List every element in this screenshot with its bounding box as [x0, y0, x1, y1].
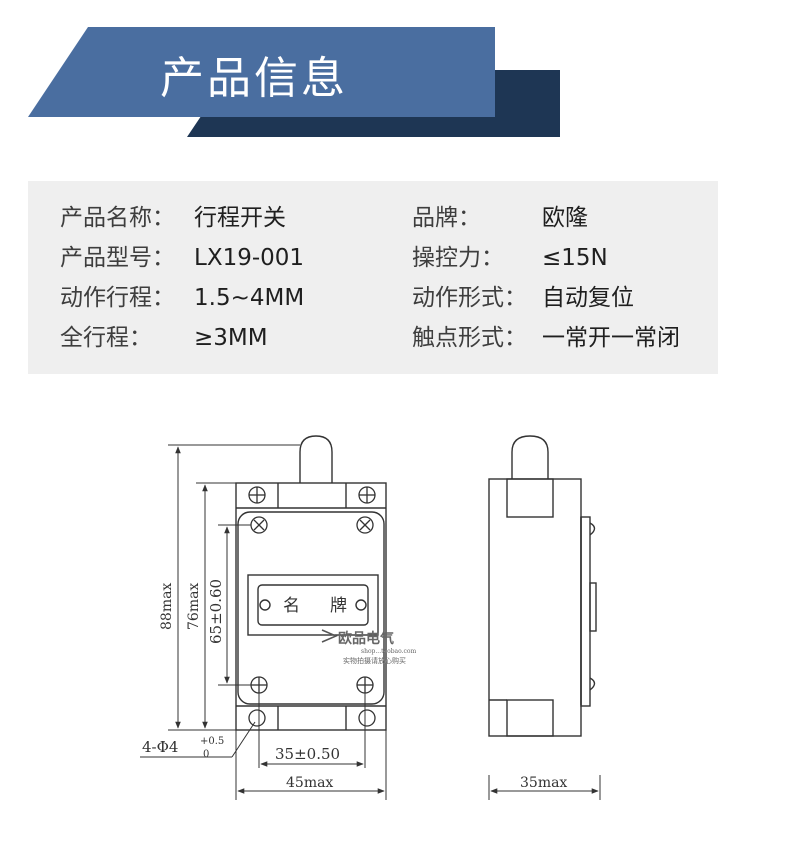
- title-banner: 产品信息: [0, 0, 790, 150]
- spec-value-force: ≤15N: [542, 245, 608, 271]
- spec-label-contact: 触点形式：: [412, 325, 527, 351]
- spec-value-contact: 一常开一常闭: [542, 325, 680, 351]
- dim-hole-pitch-vertical: 65±0.60: [207, 579, 225, 644]
- spec-value-full-travel: ≥3MM: [194, 325, 268, 351]
- spec-value-action: 自动复位: [542, 285, 634, 311]
- watermark-url: shop...taobao.com: [361, 648, 417, 655]
- dim-total-height: 88max: [159, 583, 175, 630]
- spec-label-travel: 动作行程：: [60, 285, 175, 311]
- side-view: [488, 435, 597, 737]
- dim-width: 45max: [286, 775, 333, 791]
- spec-label-name: 产品名称：: [60, 205, 175, 231]
- banner-shapes: [28, 27, 560, 137]
- spec-value-model: LX19-001: [194, 245, 305, 271]
- dim-depth: 35max: [520, 775, 567, 791]
- spec-label-model: 产品型号：: [60, 245, 175, 271]
- dimension-drawing: 名 牌 88max 76max 65±0.60 35±0.50 45max 35…: [140, 435, 601, 800]
- spec-label-action: 动作形式：: [412, 285, 527, 311]
- spec-table: 产品名称： 行程开关 品牌： 欧隆 产品型号： LX19-001 操控力： ≤1…: [28, 181, 718, 374]
- nameplate-char-2: 牌: [330, 596, 347, 616]
- holes-tol-lower: 0: [203, 749, 209, 760]
- spec-value-brand: 欧隆: [542, 205, 588, 231]
- vertical-dimensions: [168, 444, 300, 731]
- spec-label-brand: 品牌：: [412, 205, 481, 231]
- dim-hole-pitch-horizontal: 35±0.50: [275, 745, 340, 763]
- horizontal-dimensions: [140, 693, 601, 800]
- spec-value-name: 行程开关: [194, 205, 286, 231]
- holes-note: 4-Φ4: [142, 738, 178, 756]
- watermark-brand: 欧品电气: [338, 630, 394, 647]
- watermark-sub: 实物拍摄请放心购买: [343, 656, 406, 665]
- spec-label-full-travel: 全行程：: [60, 325, 152, 351]
- dim-body-height: 76max: [186, 583, 202, 630]
- holes-tol-upper: +0.5: [200, 736, 224, 747]
- banner-title: 产品信息: [160, 53, 348, 104]
- spec-label-force: 操控力：: [412, 245, 504, 271]
- front-view: [235, 435, 387, 731]
- nameplate-char-1: 名: [283, 596, 300, 616]
- spec-value-travel: 1.5~4MM: [194, 285, 305, 311]
- watermark: 欧品电气 shop...taobao.com 实物拍摄请放心购买: [321, 629, 417, 665]
